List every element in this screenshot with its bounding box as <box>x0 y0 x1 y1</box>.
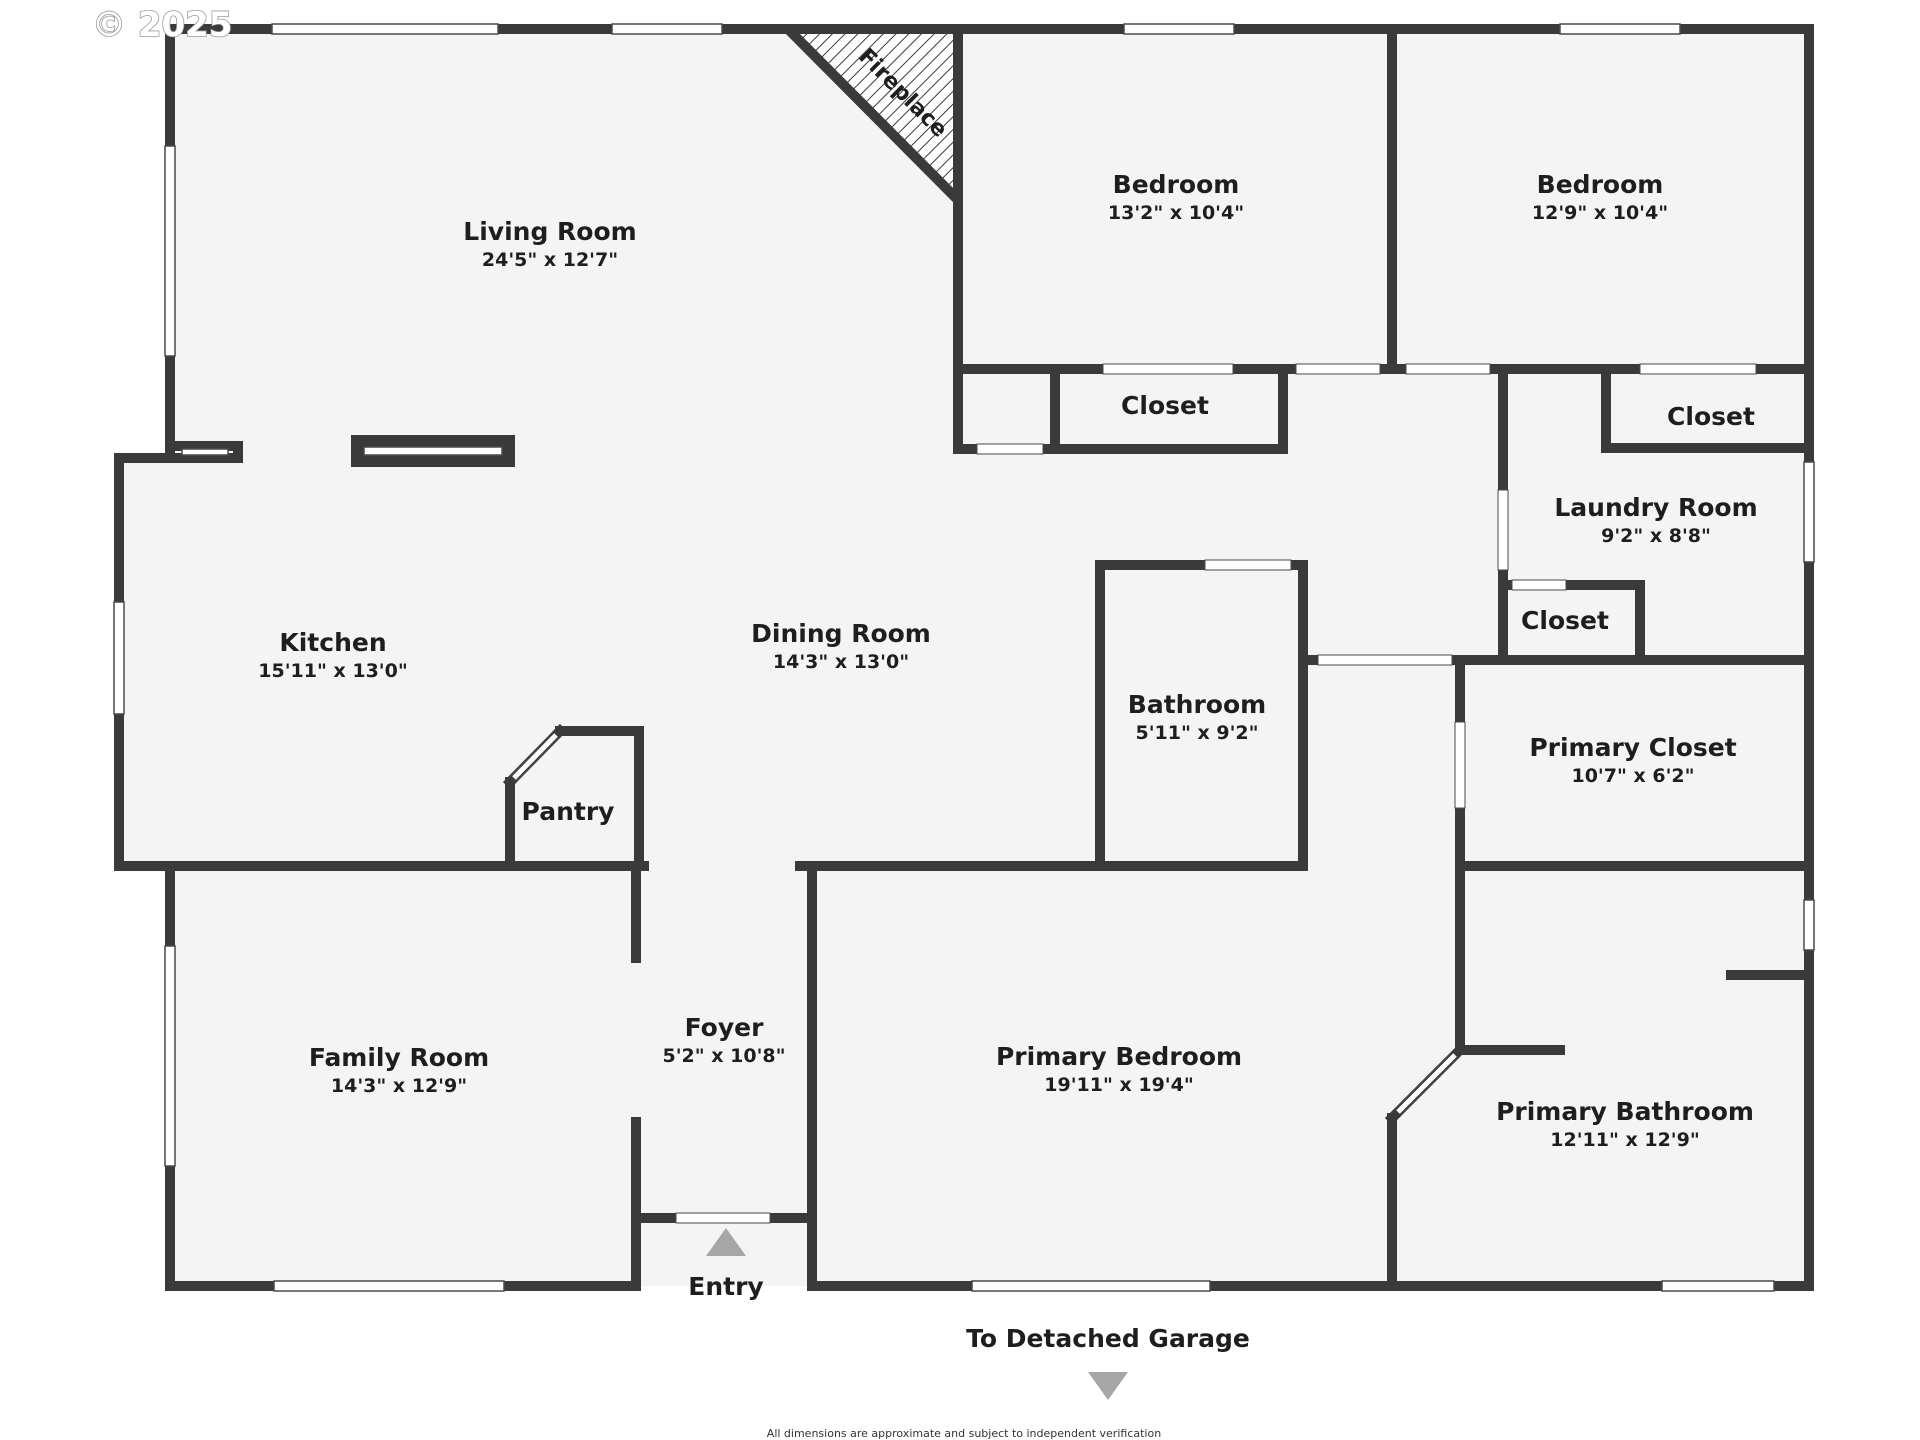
windows <box>113 23 1815 1292</box>
bathroom-name: Bathroom <box>1128 690 1266 719</box>
copyright-watermark: © 2025 <box>92 5 232 45</box>
floor-areas <box>119 30 1809 1286</box>
primary-bathroom-name: Primary Bathroom <box>1496 1097 1754 1126</box>
diagonal-doors <box>512 733 1457 1114</box>
disclaimer: All dimensions are approximate and subje… <box>767 1427 1161 1440</box>
door-openings <box>675 363 1757 1224</box>
bedroom-1-dims: 13'2" x 10'4" <box>1108 202 1244 224</box>
kitchen-dims: 15'11" x 13'0" <box>258 660 407 682</box>
bedroom-2-dims: 12'9" x 10'4" <box>1532 202 1668 224</box>
primary-bedroom-name: Primary Bedroom <box>996 1042 1242 1071</box>
garage-arrow-icon <box>1088 1372 1128 1400</box>
pantry-name: Pantry <box>522 797 615 826</box>
entry-label: Entry <box>688 1272 763 1301</box>
bedroom-2-name: Bedroom <box>1537 170 1664 199</box>
garage-label: To Detached Garage <box>966 1324 1250 1353</box>
room-labels: Living Room 24'5" x 12'7" Bedroom 13'2" … <box>258 170 1757 1151</box>
foyer-dims: 5'2" x 10'8" <box>662 1045 785 1067</box>
living-room-name: Living Room <box>463 217 636 246</box>
laundry-room-name: Laundry Room <box>1554 493 1757 522</box>
entry-arrow-icon <box>706 1228 746 1256</box>
closet-3-name: Closet <box>1521 606 1609 635</box>
living-room-dims: 24'5" x 12'7" <box>482 249 618 271</box>
family-room-name: Family Room <box>309 1043 489 1072</box>
closet-1-name: Closet <box>1121 391 1209 420</box>
fireplace-edge <box>782 23 964 206</box>
bathroom-dims: 5'11" x 9'2" <box>1135 722 1258 744</box>
laundry-room-dims: 9'2" x 8'8" <box>1601 525 1711 547</box>
closet-2-name: Closet <box>1667 402 1755 431</box>
dining-room-name: Dining Room <box>751 619 931 648</box>
primary-bathroom-dims: 12'11" x 12'9" <box>1550 1129 1699 1151</box>
bedroom-1-name: Bedroom <box>1113 170 1240 199</box>
foyer-name: Foyer <box>685 1013 764 1042</box>
family-room-dims: 14'3" x 12'9" <box>331 1075 467 1097</box>
kitchen-name: Kitchen <box>279 628 386 657</box>
primary-closet-dims: 10'7" x 6'2" <box>1571 765 1694 787</box>
primary-bedroom-dims: 19'11" x 19'4" <box>1044 1074 1193 1096</box>
dining-room-dims: 14'3" x 13'0" <box>773 651 909 673</box>
primary-closet-name: Primary Closet <box>1529 733 1736 762</box>
